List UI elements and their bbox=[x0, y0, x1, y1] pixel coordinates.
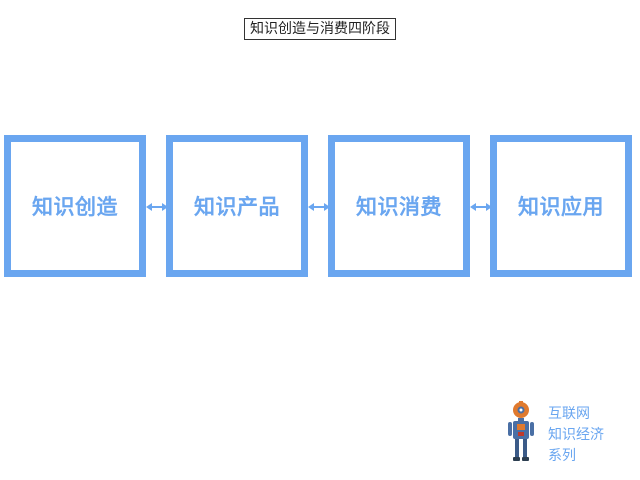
stage-box-knowledge-creation: 知识创造 bbox=[4, 135, 146, 277]
double-arrow-icon bbox=[308, 203, 330, 211]
brand-text: 互联网 知识经济 系列 bbox=[548, 404, 604, 467]
stage-box-knowledge-consumption: 知识消费 bbox=[328, 135, 470, 277]
stage-label: 知识创造 bbox=[32, 195, 118, 219]
stage-box-knowledge-product: 知识产品 bbox=[166, 135, 308, 277]
brand-line: 系列 bbox=[548, 448, 576, 464]
brand-line: 知识经济 bbox=[548, 427, 604, 443]
diagram-title: 知识创造与消费四阶段 bbox=[244, 18, 396, 40]
stage-box-knowledge-application: 知识应用 bbox=[490, 135, 632, 277]
stage-label: 知识消费 bbox=[356, 195, 442, 219]
brand-line: 互联网 bbox=[548, 406, 590, 422]
double-arrow-icon bbox=[146, 203, 168, 211]
stage-label: 知识产品 bbox=[194, 195, 280, 219]
stage-label: 知识应用 bbox=[518, 195, 604, 219]
robot-icon bbox=[508, 401, 534, 461]
double-arrow-icon bbox=[470, 203, 492, 211]
